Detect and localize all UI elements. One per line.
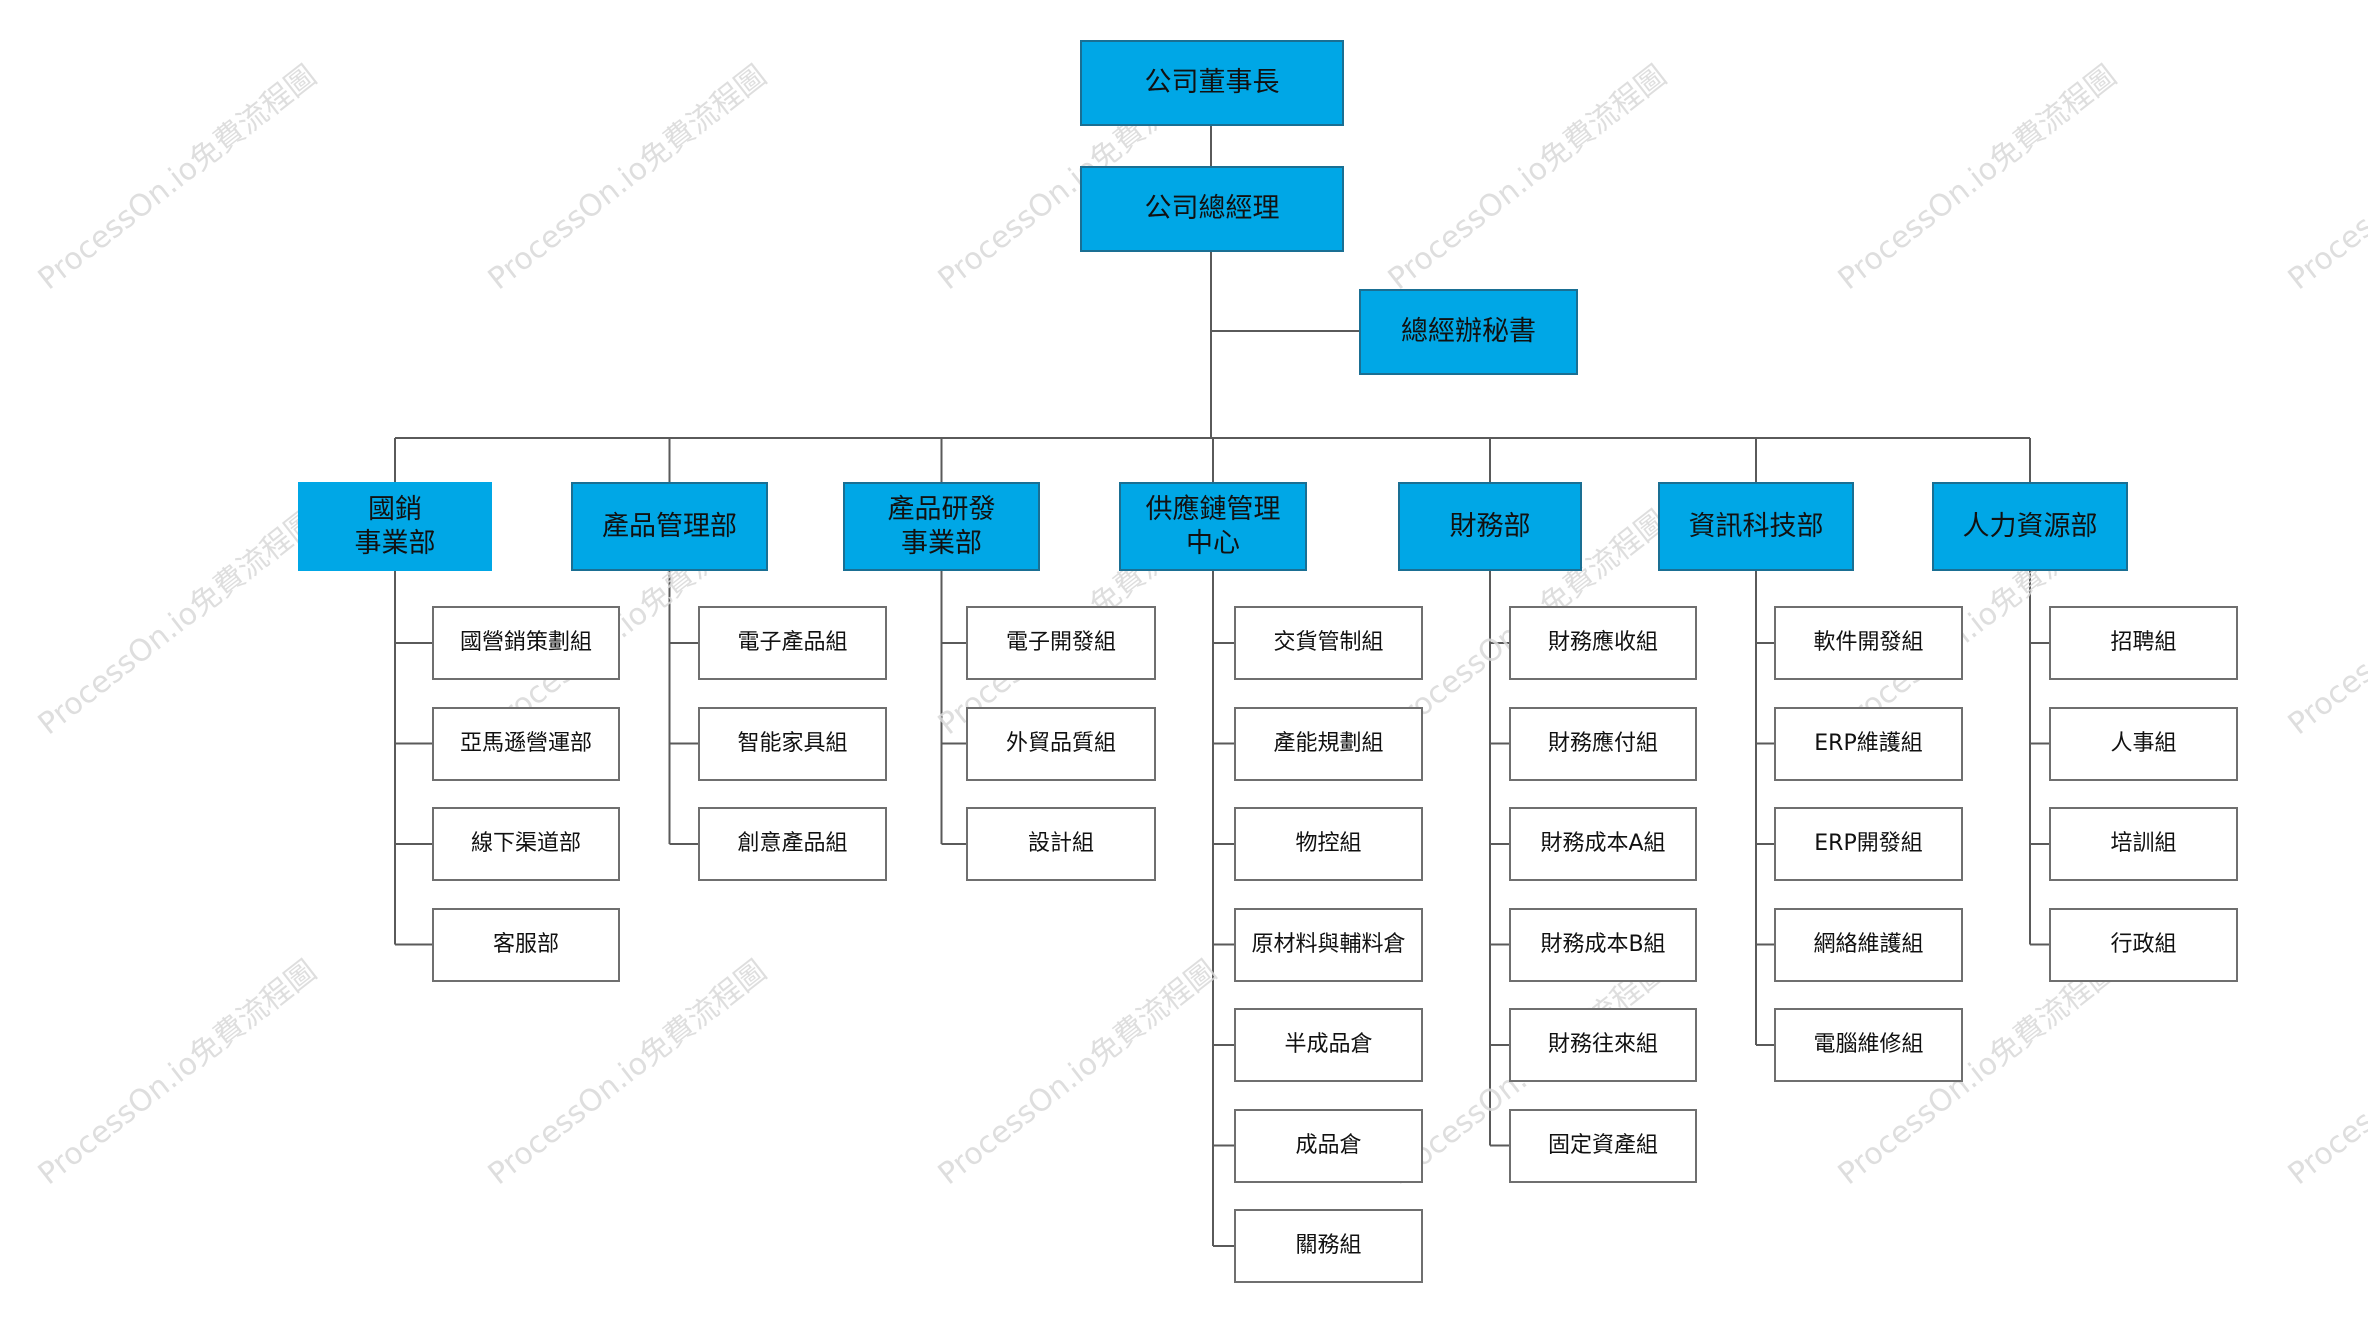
- team-node[interactable]: ERP維護組: [1774, 706, 1963, 781]
- team-node[interactable]: 產能規劃組: [1234, 706, 1423, 781]
- department-label: 產品研發 事業部: [887, 493, 996, 559]
- team-label: 亞馬遜營運部: [459, 730, 592, 756]
- team-node[interactable]: 電子產品組: [698, 606, 887, 680]
- team-label: 電子開發組: [1005, 630, 1116, 656]
- team-label: 財務應收組: [1547, 630, 1658, 656]
- team-node[interactable]: 原材料與輔料倉: [1234, 907, 1423, 982]
- team-node[interactable]: 關務組: [1234, 1209, 1423, 1283]
- team-node[interactable]: 交貨管制組: [1234, 606, 1423, 680]
- node-chairman[interactable]: 公司董事長: [1080, 40, 1344, 126]
- team-label: 財務成本A組: [1540, 831, 1666, 857]
- node-general-manager[interactable]: 公司總經理: [1080, 166, 1344, 252]
- team-label: 創意產品組: [737, 831, 848, 857]
- team-node[interactable]: 半成品倉: [1234, 1008, 1423, 1082]
- team-node[interactable]: 培訓組: [2049, 807, 2238, 881]
- team-label: 行政組: [2110, 931, 2177, 957]
- department-node[interactable]: 人力資源部: [1932, 482, 2128, 571]
- team-node[interactable]: 設計組: [966, 807, 1156, 881]
- team-node[interactable]: 人事組: [2049, 706, 2238, 781]
- team-node[interactable]: 成品倉: [1234, 1108, 1423, 1183]
- team-label: 軟件開發組: [1813, 630, 1924, 656]
- team-label: 成品倉: [1295, 1132, 1362, 1158]
- team-node[interactable]: 物控組: [1234, 807, 1423, 881]
- team-node[interactable]: 固定資產組: [1509, 1108, 1697, 1183]
- department-label: 人力資源部: [1962, 510, 2098, 542]
- node-secretary[interactable]: 總經辦秘書: [1359, 289, 1578, 375]
- team-node[interactable]: 電子開發組: [966, 606, 1156, 680]
- team-label: 固定資產組: [1547, 1132, 1658, 1158]
- team-label: 外貿品質組: [1005, 730, 1116, 756]
- team-node[interactable]: 行政組: [2049, 907, 2238, 982]
- team-node[interactable]: 財務應付組: [1509, 706, 1697, 781]
- department-label: 供應鏈管理 中心: [1145, 493, 1281, 559]
- department-label: 國銷 事業部: [354, 493, 436, 559]
- department-label: 資訊科技部: [1688, 510, 1824, 542]
- team-label: 財務往來組: [1547, 1032, 1658, 1058]
- node-chairman-label: 公司董事長: [1144, 67, 1280, 99]
- team-node[interactable]: 電腦維修組: [1774, 1008, 1963, 1082]
- node-general-manager-label: 公司總經理: [1144, 193, 1280, 225]
- team-node[interactable]: 財務往來組: [1509, 1008, 1697, 1082]
- team-label: 電腦維修組: [1813, 1032, 1924, 1058]
- team-node[interactable]: 軟件開發組: [1774, 606, 1963, 680]
- team-label: 財務應付組: [1547, 730, 1658, 756]
- team-label: 財務成本B組: [1540, 931, 1666, 957]
- team-label: 電子產品組: [737, 630, 848, 656]
- department-node[interactable]: 資訊科技部: [1658, 482, 1854, 571]
- team-label: 產能規劃組: [1273, 730, 1384, 756]
- team-label: 設計組: [1027, 831, 1094, 857]
- team-node[interactable]: 財務成本B組: [1509, 907, 1697, 982]
- department-label: 產品管理部: [602, 510, 737, 542]
- department-label: 財務部: [1449, 510, 1531, 542]
- team-label: 人事組: [2110, 730, 2177, 756]
- team-node[interactable]: 創意產品組: [698, 807, 887, 881]
- team-label: 招聘組: [2110, 630, 2177, 656]
- department-node[interactable]: 財務部: [1398, 482, 1582, 571]
- team-label: 線下渠道部: [470, 831, 581, 857]
- team-node[interactable]: 財務應收組: [1509, 606, 1697, 680]
- team-node[interactable]: 國營銷策劃組: [432, 606, 620, 680]
- department-node[interactable]: 供應鏈管理 中心: [1119, 482, 1307, 571]
- team-label: 交貨管制組: [1273, 630, 1384, 656]
- team-label: 原材料與輔料倉: [1251, 931, 1406, 957]
- node-secretary-label: 總經辦秘書: [1401, 316, 1536, 348]
- team-node[interactable]: 招聘組: [2049, 606, 2238, 680]
- team-label: 國營銷策劃組: [459, 630, 592, 656]
- team-node[interactable]: ERP開發組: [1774, 807, 1963, 881]
- department-node[interactable]: 產品研發 事業部: [843, 482, 1040, 571]
- team-label: 物控組: [1295, 831, 1362, 857]
- team-label: 智能家具組: [737, 730, 848, 756]
- team-node[interactable]: 客服部: [432, 907, 620, 982]
- team-label: 網絡維護組: [1813, 931, 1924, 957]
- team-node[interactable]: 亞馬遜營運部: [432, 706, 620, 781]
- team-label: 客服部: [492, 931, 559, 957]
- department-node[interactable]: 產品管理部: [571, 482, 768, 571]
- team-node[interactable]: 財務成本A組: [1509, 807, 1697, 881]
- team-label: 半成品倉: [1284, 1032, 1373, 1058]
- department-node[interactable]: 國銷 事業部: [298, 482, 492, 571]
- team-node[interactable]: 外貿品質組: [966, 706, 1156, 781]
- team-label: ERP維護組: [1814, 730, 1923, 756]
- team-label: ERP開發組: [1814, 831, 1923, 857]
- team-node[interactable]: 網絡維護組: [1774, 907, 1963, 982]
- team-label: 培訓組: [2110, 831, 2177, 857]
- team-node[interactable]: 智能家具組: [698, 706, 887, 781]
- team-label: 關務組: [1295, 1233, 1362, 1259]
- team-node[interactable]: 線下渠道部: [432, 807, 620, 881]
